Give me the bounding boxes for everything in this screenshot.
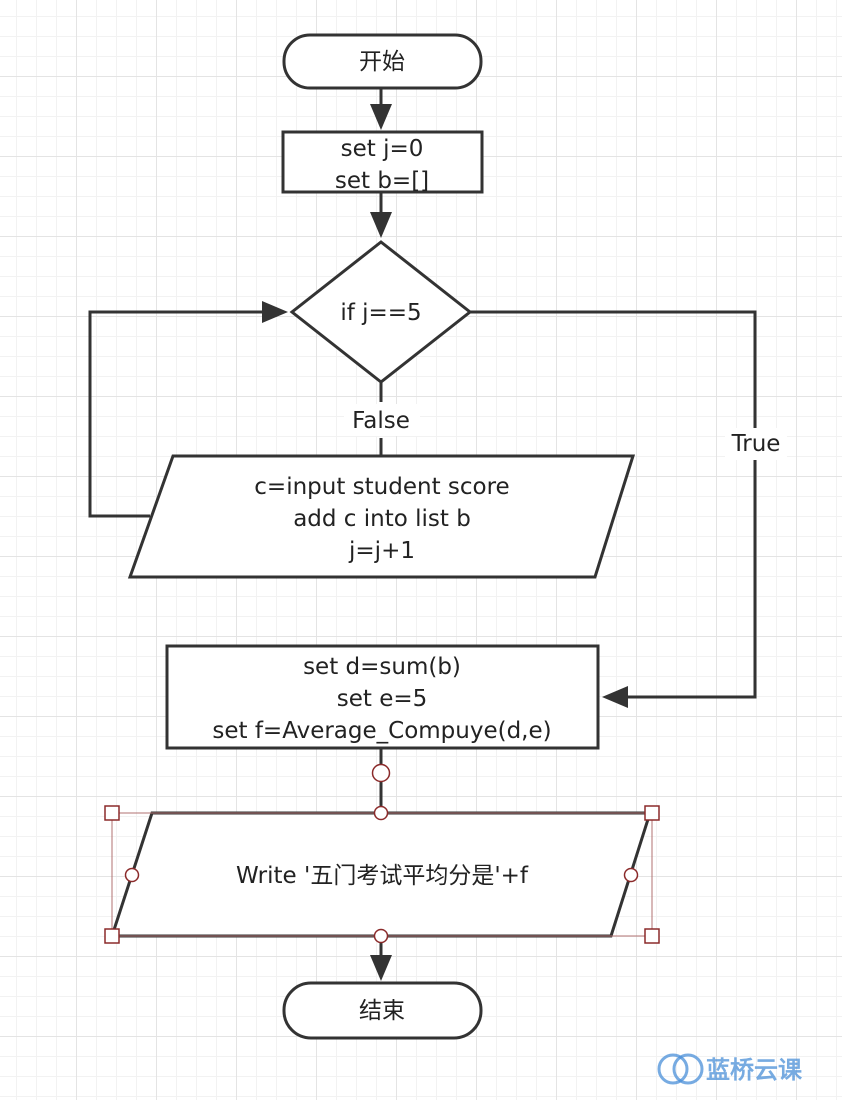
node-input-line-2: add c into list b bbox=[293, 506, 471, 532]
watermark-text: 蓝桥云课 bbox=[706, 1056, 803, 1084]
edge-label-true-text: True bbox=[731, 431, 781, 457]
arrowhead-icon bbox=[370, 955, 392, 981]
node-condition-label: if j==5 bbox=[340, 300, 421, 326]
node-init[interactable]: set j=0 set b=[] bbox=[281, 130, 484, 194]
edge-input-loop-back bbox=[88, 310, 262, 518]
node-output[interactable]: Write '五门考试平均分是'+f bbox=[109, 811, 653, 938]
node-start-label: 开始 bbox=[359, 49, 405, 75]
cloud-logo-icon bbox=[657, 1053, 704, 1085]
resize-handle-top-right[interactable] bbox=[644, 805, 660, 821]
node-init-line-1: set j=0 bbox=[341, 136, 424, 162]
edge-label-true: True bbox=[725, 428, 787, 460]
connection-point-bottom[interactable] bbox=[373, 928, 389, 944]
connection-point-top[interactable] bbox=[373, 805, 389, 821]
node-end-label: 结束 bbox=[359, 998, 405, 1024]
arrowhead-icon bbox=[602, 686, 628, 708]
arrowhead-icon bbox=[262, 301, 288, 323]
node-init-line-2: set b=[] bbox=[335, 168, 429, 194]
edge-label-false: False bbox=[344, 404, 420, 436]
node-input-line-1: c=input student score bbox=[254, 474, 509, 500]
connection-point-left[interactable] bbox=[124, 867, 140, 883]
resize-handle-bottom-left[interactable] bbox=[104, 928, 120, 944]
edge-label-false-text: False bbox=[352, 408, 410, 434]
selection-overlay bbox=[104, 763, 660, 944]
edges bbox=[88, 88, 757, 981]
resize-handle-bottom-right[interactable] bbox=[644, 928, 660, 944]
node-input[interactable]: c=input student score add c into list b … bbox=[127, 454, 636, 579]
node-compute-line-3: set f=Average_Compuye(d,e) bbox=[212, 718, 551, 744]
edge-source-handle[interactable] bbox=[371, 763, 391, 783]
node-compute-line-2: set e=5 bbox=[337, 686, 428, 712]
node-condition[interactable]: if j==5 bbox=[289, 240, 473, 384]
node-compute[interactable]: set d=sum(b) set e=5 set f=Average_Compu… bbox=[165, 644, 600, 750]
edge-condition-true bbox=[470, 310, 757, 699]
resize-handle-top-left[interactable] bbox=[104, 805, 120, 821]
connection-point-right[interactable] bbox=[623, 867, 639, 883]
node-start[interactable]: 开始 bbox=[282, 33, 483, 90]
watermark: 蓝桥云课 bbox=[657, 1053, 803, 1085]
node-input-line-3: j=j+1 bbox=[348, 538, 415, 564]
node-output-label: Write '五门考试平均分是'+f bbox=[236, 863, 529, 889]
node-end[interactable]: 结束 bbox=[282, 981, 483, 1040]
arrowhead-icon bbox=[370, 212, 392, 238]
arrowhead-icon bbox=[370, 104, 392, 130]
node-compute-line-1: set d=sum(b) bbox=[303, 654, 461, 680]
